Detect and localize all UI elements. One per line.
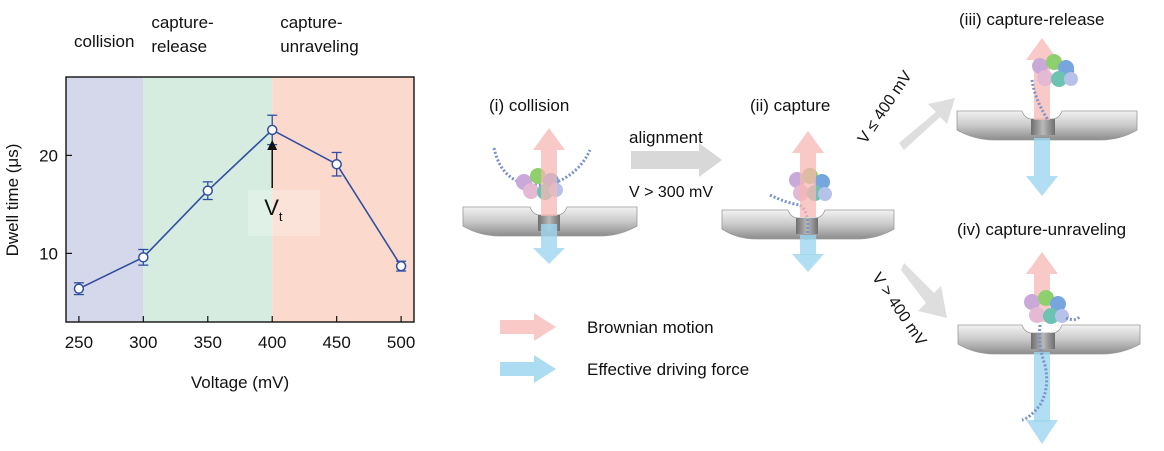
x-tick-label: 250: [65, 333, 93, 352]
driving-arrow-down: [800, 235, 816, 255]
brownian-arrow-up: [541, 150, 557, 216]
transition-release: V ≤ 400 mV: [855, 68, 955, 150]
translocation-schematic: (i) collision alignment V > 300 mV (ii) …: [462, 10, 1141, 444]
brownian-arrowhead-up: [1026, 38, 1058, 60]
stage2-label: (ii) capture: [750, 96, 830, 115]
transition1-top-label: alignment: [629, 128, 703, 147]
pore: [1031, 119, 1055, 135]
x-tick-label: 500: [387, 333, 415, 352]
x-tick-label: 300: [129, 333, 157, 352]
dwell-time-chart: collision capture-release capture-unraveli…: [3, 13, 415, 392]
stage-collision: (i) collision: [462, 96, 638, 264]
pore: [1031, 333, 1055, 349]
x-tick-label: 450: [322, 333, 350, 352]
vt-subscript: t: [279, 209, 283, 224]
nucleosome-core: [1032, 54, 1078, 87]
x-tick-label: 400: [258, 333, 286, 352]
stage-capture: (ii) capture: [721, 96, 895, 272]
region-labels: collision capture-release capture-unraveli…: [74, 13, 359, 56]
vt-arrowhead: [267, 140, 278, 150]
transition3-arrow: [901, 263, 947, 318]
y-tick-label: 10: [39, 244, 58, 263]
transition-alignment: alignment V > 300 mV: [629, 128, 722, 201]
stage-capture-release: (iii) capture-release: [956, 10, 1138, 196]
x-axis-label: Voltage (mV): [191, 373, 289, 392]
vt-main: V: [264, 195, 279, 220]
region-label-0: collision: [74, 32, 134, 51]
series-layer: [73, 114, 407, 296]
data-point: [202, 185, 214, 196]
driving-arrow-down: [1034, 138, 1050, 176]
brownian-arrow-up: [800, 153, 816, 217]
region-layer: [66, 77, 414, 322]
stage4-label: (iv) capture-unraveling: [957, 220, 1126, 239]
transition1-bottom-label: V > 300 mV: [629, 184, 713, 201]
transition1-arrow-body: [631, 151, 699, 169]
transition-unraveling: V > 400 mV: [868, 263, 947, 349]
data-point: [266, 124, 278, 136]
stage-capture-unraveling: (iv) capture-unraveling: [957, 220, 1141, 444]
legend-driving: Effective driving force: [500, 355, 749, 383]
brownian-legend-arrowhead: [534, 313, 556, 341]
series-line: [78, 128, 402, 290]
x-tick-label: 350: [194, 333, 222, 352]
data-point: [331, 158, 342, 170]
driving-arrow-down: [541, 224, 557, 248]
pore: [796, 218, 818, 234]
driving-arrowhead-down: [533, 248, 565, 264]
vt-label: Vt: [264, 195, 283, 224]
y-axis-label: Dwell time (μs): [3, 144, 22, 257]
legend-brownian: Brownian motion: [500, 313, 714, 341]
y-tick-label: 20: [39, 146, 58, 165]
region-label-1-line2: release: [151, 37, 207, 56]
region-label-2: capture-: [280, 13, 342, 32]
brownian-arrowhead-up: [533, 128, 565, 150]
brownian-arrowhead-up: [792, 131, 824, 153]
data-point: [138, 252, 149, 263]
brownian-legend-swatch: [500, 320, 534, 334]
stage3-label: (iii) capture-release: [959, 10, 1105, 29]
data-point: [395, 260, 407, 272]
transition1-arrowhead: [699, 143, 722, 177]
brownian-legend-label: Brownian motion: [587, 318, 714, 337]
vt-label-background: [248, 190, 320, 236]
driving-arrowhead-down: [792, 254, 824, 272]
legend: Brownian motion Effective driving force: [500, 313, 749, 383]
transition2-arrow: [899, 98, 955, 150]
driving-arrowhead-down: [1026, 420, 1058, 444]
region-label-1: capture-: [151, 13, 213, 32]
brownian-arrowhead-up: [1026, 252, 1058, 274]
region-label-2-line2: unraveling: [280, 37, 358, 56]
data-point: [73, 283, 85, 294]
ticks-layer: 250 300 350 400 450 500 10 20: [39, 146, 415, 352]
plot-frame: [65, 76, 415, 323]
transition2-label: V ≤ 400 mV: [855, 68, 916, 147]
driving-legend-arrowhead: [534, 355, 556, 383]
stage1-label: (i) collision: [489, 96, 569, 115]
dna-strand: [769, 193, 810, 241]
driving-legend-swatch: [500, 362, 534, 376]
region-0: [66, 77, 144, 322]
nucleosome-core: [1024, 290, 1069, 324]
driving-arrowhead-down: [1026, 176, 1058, 196]
driving-legend-label: Effective driving force: [587, 360, 749, 379]
region-2: [272, 77, 414, 322]
dna-strand: [1021, 315, 1082, 422]
